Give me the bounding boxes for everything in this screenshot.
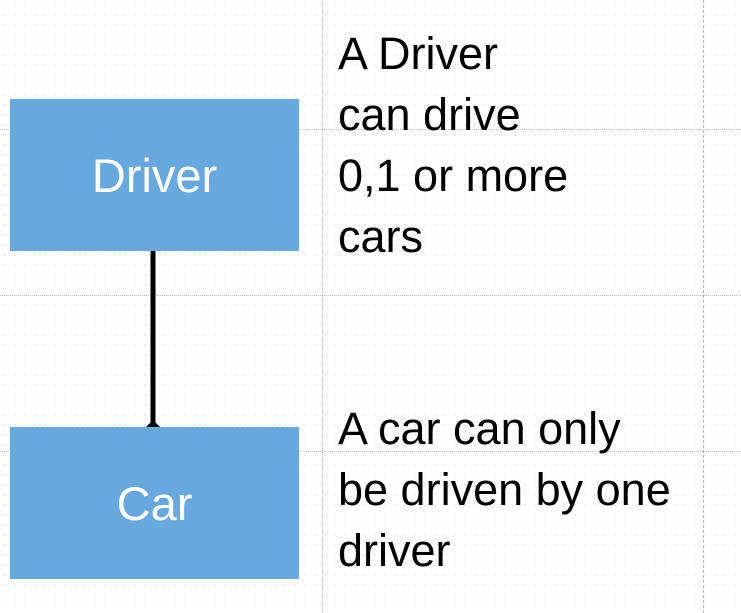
guide-line-horizontal <box>0 295 741 296</box>
note-line: can drive <box>338 89 521 140</box>
note-line: A Driver <box>338 28 499 79</box>
connector-end-cap <box>145 420 161 428</box>
note-line: cars <box>338 211 424 262</box>
entity-driver-label: Driver <box>91 148 218 202</box>
guide-line-horizontal <box>0 451 741 452</box>
note-line: driver <box>338 525 451 576</box>
margin-guide-line <box>703 0 704 613</box>
note-line: A car can only <box>338 403 621 454</box>
note-car-cardinality: A car can only be driven by one driver <box>338 398 671 581</box>
entity-car[interactable]: Car <box>10 427 299 579</box>
guide-line-vertical <box>322 0 323 613</box>
entity-driver[interactable]: Driver <box>10 99 299 251</box>
note-line: 0,1 or more <box>338 150 569 201</box>
note-line: be driven by one <box>338 464 671 515</box>
guide-line-horizontal <box>0 129 741 130</box>
note-driver-cardinality: A Driver can drive 0,1 or more cars <box>338 23 568 267</box>
entity-car-label: Car <box>116 476 193 530</box>
